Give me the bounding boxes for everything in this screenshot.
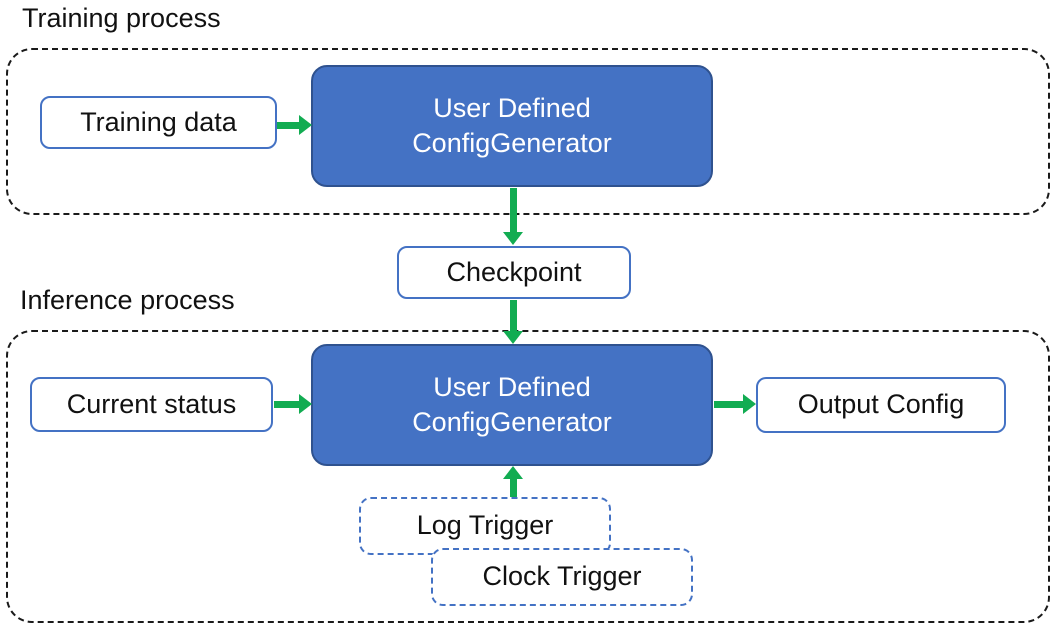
log-trigger-label: Log Trigger [416, 510, 554, 541]
inference-process-label: Inference process [20, 285, 235, 315]
inference-config-generator-line2: ConfigGenerator [412, 407, 612, 437]
arrow-triggers-to-generator [503, 466, 524, 497]
arrow-head-icon [299, 115, 312, 135]
arrow-generator-to-output-config [714, 394, 756, 415]
arrow-head-icon [503, 331, 523, 344]
arrow-head-icon [299, 394, 312, 414]
training-config-generator-line2: ConfigGenerator [412, 128, 612, 158]
training-config-generator-label: User Defined ConfigGenerator [412, 91, 612, 161]
arrow-head-icon [503, 232, 523, 245]
arrow-shaft [714, 401, 744, 408]
training-process-label: Training process [22, 3, 221, 33]
arrow-shaft [510, 188, 517, 233]
arrow-shaft [510, 478, 517, 497]
training-config-generator-line1: User Defined [433, 92, 591, 123]
arrow-head-icon [503, 466, 523, 479]
arrow-training-data-to-generator [277, 115, 312, 136]
inference-process-container [6, 330, 1050, 623]
arrow-generator-to-checkpoint [503, 188, 524, 245]
training-data-node: Training data [40, 96, 277, 149]
output-config-node: Output Config [756, 377, 1006, 433]
log-trigger-node: Log Trigger [359, 497, 611, 555]
training-config-generator-node: User Defined ConfigGenerator [311, 65, 713, 187]
training-process-container [6, 48, 1050, 215]
arrow-shaft [510, 300, 517, 332]
inference-config-generator-line1: User Defined [433, 371, 591, 402]
arrow-shaft [277, 122, 300, 129]
arrow-shaft [274, 401, 300, 408]
inference-config-generator-node: User Defined ConfigGenerator [311, 344, 713, 466]
clock-trigger-node: Clock Trigger [431, 548, 693, 606]
inference-config-generator-label: User Defined ConfigGenerator [412, 370, 612, 440]
checkpoint-node: Checkpoint [397, 246, 631, 299]
arrow-checkpoint-to-generator [503, 300, 524, 344]
current-status-node: Current status [30, 377, 273, 432]
output-config-label: Output Config [797, 389, 965, 420]
training-data-label: Training data [80, 106, 237, 137]
clock-trigger-label: Clock Trigger [482, 561, 642, 592]
checkpoint-label: Checkpoint [446, 256, 582, 287]
arrow-current-status-to-generator [274, 394, 312, 415]
current-status-label: Current status [66, 388, 237, 419]
arrow-head-icon [743, 394, 756, 414]
